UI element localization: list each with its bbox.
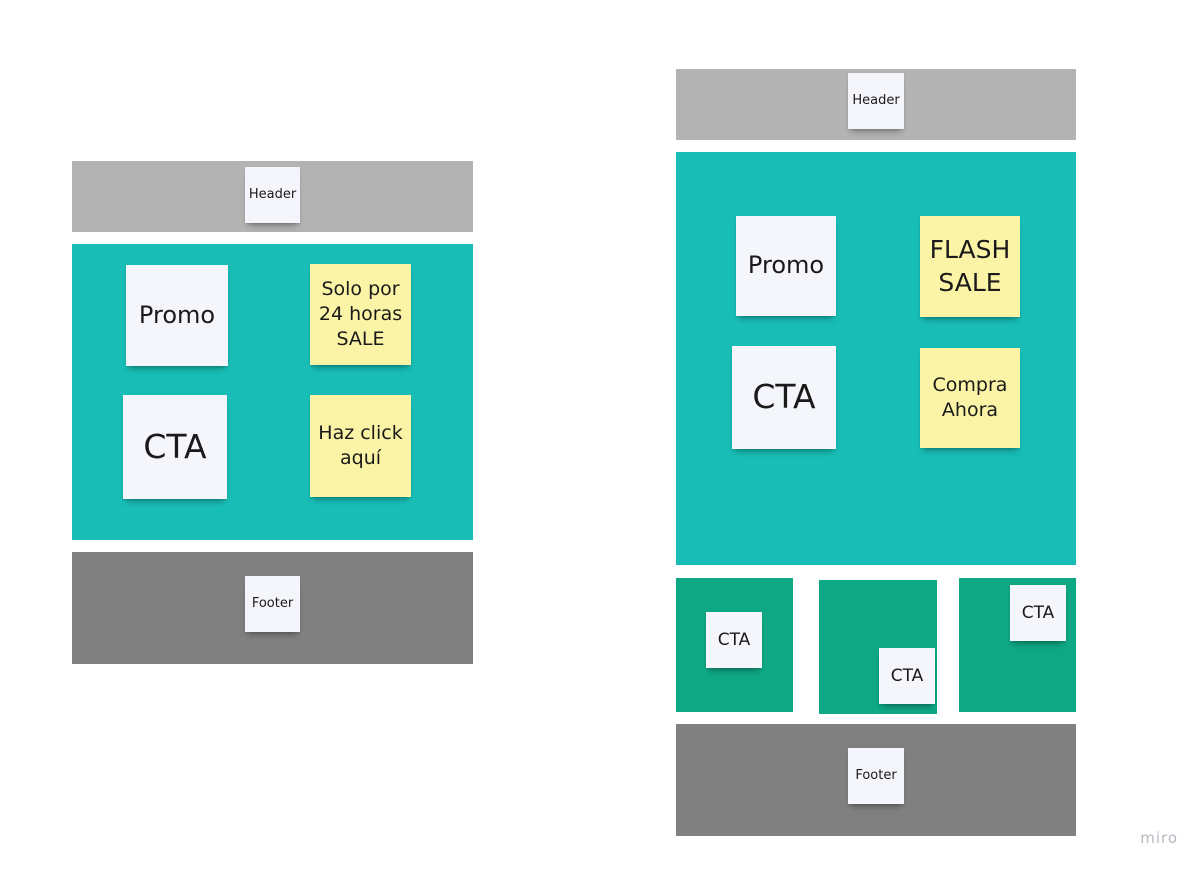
- cta-card-2-note[interactable]: CTA: [879, 648, 935, 704]
- left-header-note[interactable]: Header: [245, 167, 300, 223]
- left-click-note[interactable]: Haz click aquí: [310, 395, 411, 497]
- left-sale-note[interactable]: Solo por 24 horas SALE: [310, 264, 411, 365]
- right-buy-label: Compra Ahora: [932, 374, 1008, 421]
- cta-card-3-label: CTA: [1021, 602, 1055, 623]
- left-click-label: Haz click aquí: [318, 422, 403, 469]
- right-header-note[interactable]: Header: [848, 73, 904, 129]
- left-footer-label: Footer: [251, 595, 294, 611]
- miro-logo: miro: [1140, 829, 1178, 847]
- cta-card-1-note[interactable]: CTA: [706, 612, 762, 668]
- left-sale-label: Solo por 24 horas SALE: [318, 278, 403, 350]
- right-header-label: Header: [852, 92, 900, 108]
- right-cta-label: CTA: [752, 377, 816, 417]
- right-flash-label: FLASH SALE: [929, 235, 1011, 297]
- right-promo-note[interactable]: Promo: [736, 216, 836, 316]
- right-flash-note[interactable]: FLASH SALE: [920, 216, 1020, 317]
- left-promo-label: Promo: [138, 300, 216, 329]
- left-cta-label: CTA: [143, 426, 207, 466]
- cta-card-3-note[interactable]: CTA: [1010, 585, 1066, 641]
- left-cta-note[interactable]: CTA: [123, 395, 227, 499]
- left-footer-note[interactable]: Footer: [245, 576, 300, 632]
- right-footer-note[interactable]: Footer: [848, 748, 904, 804]
- right-promo-label: Promo: [747, 251, 825, 280]
- left-promo-note[interactable]: Promo: [126, 265, 228, 366]
- left-header-label: Header: [248, 186, 297, 202]
- right-footer-label: Footer: [855, 767, 897, 783]
- cta-card-2-label: CTA: [890, 665, 924, 686]
- cta-card-1-label: CTA: [717, 629, 751, 650]
- right-buy-note[interactable]: Compra Ahora: [920, 348, 1020, 448]
- right-cta-note[interactable]: CTA: [732, 346, 836, 449]
